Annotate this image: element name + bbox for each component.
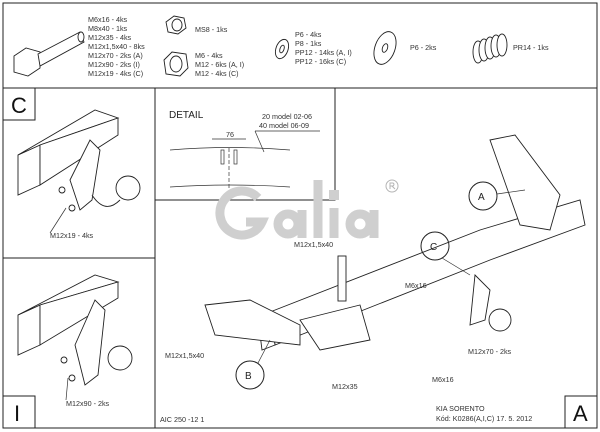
detail-frame (154, 87, 336, 201)
detail-note-2: 40 model 06-09 (259, 121, 309, 130)
variant-c-hitch-drawing (17, 109, 141, 212)
label-m6x16-bottom: M6x16 (432, 375, 454, 384)
nut-item: M6 - 4ks (195, 51, 223, 60)
callout-c: C (420, 231, 471, 276)
variant-a-letter: A (573, 401, 588, 426)
large-washer-icon (373, 31, 397, 65)
main-towbar-drawing (204, 134, 586, 351)
detail-dimension: 76 (226, 130, 234, 139)
bolt-item: M8x40 - 1ks (88, 24, 128, 33)
bolt-item: M12x90 - 2ks (I) (88, 60, 140, 69)
svg-text:B: B (245, 371, 252, 382)
spring-washer-label: PR14 - 1ks (513, 43, 549, 52)
bolt-item: M12x35 - 4ks (88, 33, 132, 42)
label-m12x1-5x40-top: M12x1,5x40 (294, 240, 333, 249)
galia-watermark-logo (215, 180, 379, 240)
callout-b: B (235, 339, 271, 390)
washer-item: PP12 - 14ks (A, I) (295, 48, 352, 57)
detail-note-1: 20 model 02-06 (262, 112, 312, 121)
nut-item: M12 - 4ks (C) (195, 69, 239, 78)
label-m12x35: M12x35 (332, 382, 358, 391)
bolt-list: M6x16 - 4ks M8x40 - 1ks M12x35 - 4ks M12… (88, 15, 145, 78)
large-washer-label: P6 - 2ks (410, 43, 437, 52)
variant-c-letter-box (2, 87, 36, 121)
vehicle-name: KIA SORENTO (436, 404, 485, 413)
variant-c-letter: C (11, 93, 27, 118)
label-m6x16-top: M6x16 (405, 281, 427, 290)
lock-nut-icon (165, 15, 187, 35)
washer-icon (274, 38, 290, 60)
washer-item: PP12 - 16ks (C) (295, 57, 346, 66)
spring-washer-icon (472, 33, 508, 64)
bolt-item: M12x70 - 2ks (A) (88, 51, 143, 60)
drawing-number: AIC 250 -12 1 (160, 415, 204, 424)
callout-a: A (468, 181, 526, 211)
bolt-item: M6x16 - 4ks (88, 15, 128, 24)
nut-icon (163, 51, 189, 77)
slot-icon (233, 149, 238, 165)
variant-a-letter-box (564, 395, 598, 429)
label-m12x70: M12x70 - 2ks (468, 347, 512, 356)
variant-i-letter-box (2, 395, 36, 429)
registered-mark-icon (385, 179, 399, 193)
svg-text:A: A (478, 192, 485, 203)
bolt-icon (13, 31, 85, 77)
lock-nut-label: MS8 - 1ks (195, 25, 228, 34)
bolt-item: M12x19 - 4ks (C) (88, 69, 143, 78)
variant-i-letter: I (14, 401, 20, 426)
washer-item: P8 - 1ks (295, 39, 322, 48)
leader-line (65, 377, 69, 401)
svg-text:C: C (430, 242, 437, 253)
slot-icon (220, 149, 225, 165)
label-m12x1-5x40-left: M12x1,5x40 (165, 351, 204, 360)
code-and-date: Kód: K0286(A,I,C) 17. 5. 2012 (436, 414, 532, 423)
variant-i-bolt-label: M12x90 - 2ks (66, 399, 110, 408)
leader-line (49, 207, 67, 234)
washer-item: P6 - 4ks (295, 30, 322, 39)
leader-line (254, 130, 265, 153)
detail-title: DETAIL (169, 110, 204, 121)
variant-i-hitch-drawing (17, 274, 133, 386)
frame-outline (169, 147, 291, 188)
bolt-item: M12x1,5x40 - 8ks (88, 42, 145, 51)
variant-c-bolt-label: M12x19 - 4ks (50, 231, 94, 240)
nut-item: M12 - 6ks (A, I) (195, 60, 244, 69)
